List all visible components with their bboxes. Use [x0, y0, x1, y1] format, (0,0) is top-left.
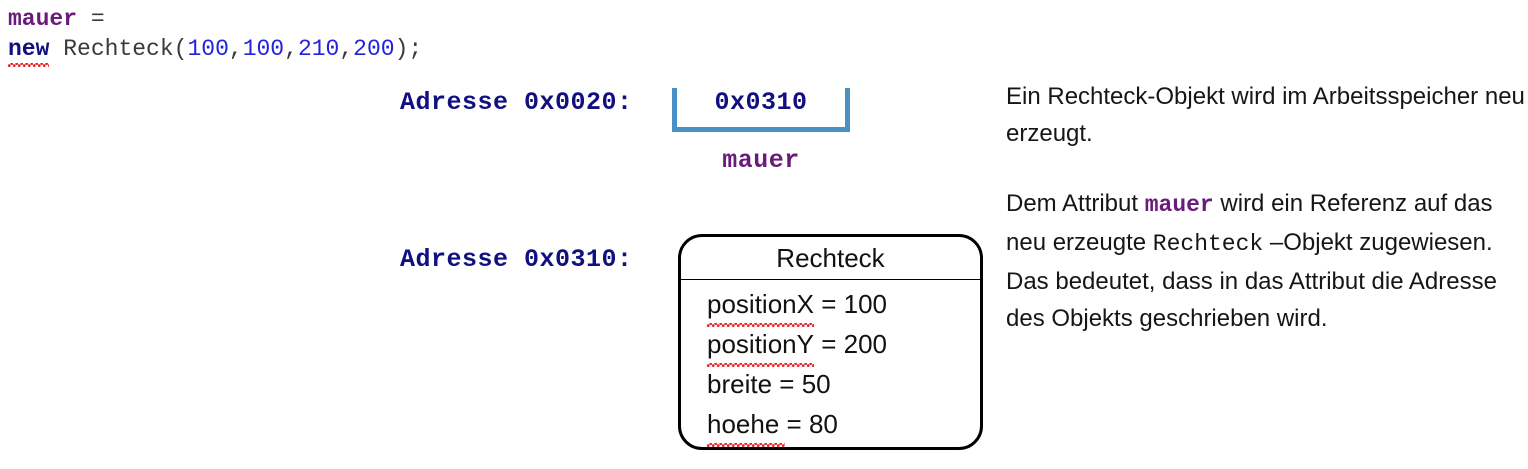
code-arg-2: 210	[297, 36, 340, 62]
note2-classname-rechteck: Rechteck	[1152, 231, 1264, 257]
object-box-title: Rechteck	[681, 237, 980, 280]
note2-part1: Dem Attribut	[1006, 190, 1145, 217]
code-snippet: mauer = new Rechteck(100,100,210,200);	[8, 4, 423, 67]
code-comma-1: ,	[284, 36, 298, 62]
code-space	[49, 36, 63, 62]
code-variable-mauer: mauer	[8, 6, 78, 32]
field-assign-2: =	[772, 369, 802, 399]
code-arg-3: 200	[353, 36, 395, 62]
code-operator-assign	[77, 6, 91, 32]
field-assign-0: =	[813, 289, 844, 319]
field-value-positionx: 100	[843, 289, 887, 319]
field-name-hoehe: hoehe	[707, 404, 786, 447]
object-field-row: hoehe = 80	[707, 404, 980, 447]
code-comma-2: ,	[339, 36, 354, 62]
code-keyword-new: new	[8, 36, 50, 67]
pointer-cell-variable-name: mauer	[722, 146, 800, 175]
object-field-row: breite = 50	[707, 364, 980, 404]
field-name-positionx: positionX	[707, 284, 814, 327]
code-arg-0: 100	[187, 36, 229, 62]
code-line-1: mauer =	[8, 4, 422, 34]
field-name-breite: breite	[707, 369, 773, 399]
field-name-positiony: positionY	[707, 324, 814, 367]
field-value-positiony: 200	[843, 329, 887, 359]
note-paragraph-reference: Dem Attribut mauer wird ein Referenz auf…	[1006, 185, 1526, 337]
object-field-list: positionX = 100 positionY = 200 breite =…	[681, 280, 980, 447]
code-arg-1: 100	[242, 36, 285, 62]
code-terminator: ;	[408, 36, 423, 62]
code-classname-rechteck: Rechteck	[63, 36, 174, 62]
address-label-object: Adresse 0x0310:	[400, 245, 633, 274]
code-operator: =	[90, 6, 105, 32]
field-assign-3: =	[779, 409, 809, 439]
field-value-hoehe: 80	[808, 409, 838, 439]
field-assign-1: =	[813, 329, 844, 359]
address-label-pointer: Adresse 0x0020:	[400, 88, 633, 117]
code-open-paren: (	[173, 36, 188, 62]
code-comma-0: ,	[228, 36, 243, 62]
code-line-2: new Rechteck(100,100,210,200);	[8, 34, 423, 67]
memory-cell-bracket	[672, 88, 850, 132]
field-value-breite: 50	[801, 369, 831, 399]
note2-variable-mauer: mauer	[1144, 192, 1214, 218]
object-field-row: positionY = 200	[707, 324, 980, 367]
note-paragraph-creation: Ein Rechteck-Objekt wird im Arbeitsspeic…	[1006, 83, 1525, 147]
object-field-row: positionX = 100	[707, 284, 980, 327]
pointer-cell-value: 0x0310	[714, 88, 808, 117]
object-box-rechteck: Rechteck positionX = 100 positionY = 200…	[678, 234, 983, 450]
note2-part2: wird ein Referenz auf das neu erzeugte	[1006, 190, 1493, 256]
code-close-paren: )	[394, 36, 409, 62]
note2-part3: –Objekt zugewiesen. Das bedeutet, dass i…	[1006, 229, 1497, 332]
